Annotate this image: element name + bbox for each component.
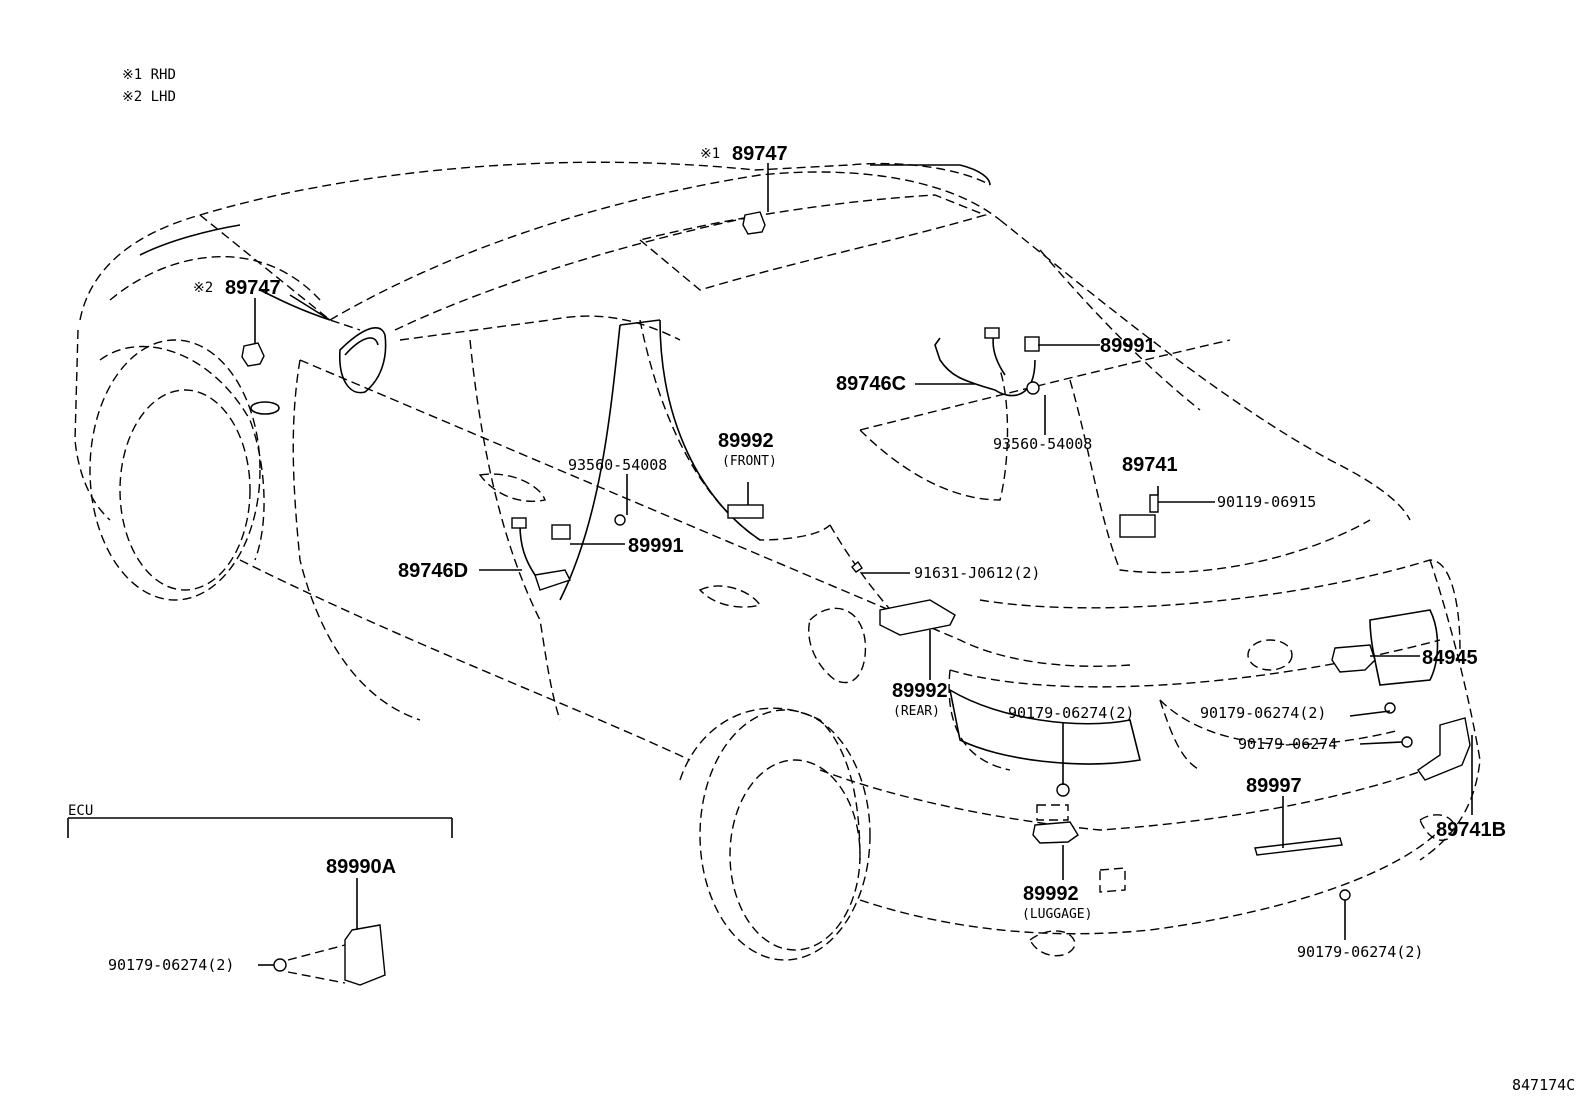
mark-rhd: ※1: [700, 146, 720, 162]
ecu-section: [67, 817, 453, 838]
notes: ※1 RHD ※2 LHD: [122, 67, 176, 105]
label-89997: 89997: [1246, 775, 1302, 797]
ecu-89990a: [344, 924, 386, 986]
body-details: [139, 164, 1439, 765]
ecu-section-title: ECU: [68, 803, 93, 819]
label-93560-top: 93560-54008: [993, 435, 1092, 453]
label-91631: 91631-J0612(2): [914, 564, 1040, 582]
label-90119: 90119-06915: [1217, 493, 1316, 511]
label-90179-mid-left: 90179-06274(2): [1008, 704, 1134, 722]
label-89747-rhd: 89747: [732, 143, 788, 165]
antenna-89992-rear: [879, 599, 956, 636]
sensor-89741b: [1417, 717, 1471, 781]
label-89992-rear: 89992: [892, 680, 948, 702]
antenna-89992-front: [727, 504, 764, 519]
label-89992-front-sub: (FRONT): [722, 454, 777, 469]
label-89746c: 89746C: [836, 373, 906, 395]
sensor-89747-lhd: [241, 342, 265, 367]
label-93560-left: 93560-54008: [568, 456, 667, 474]
label-89992-luggage-sub: (LUGGAGE): [1022, 907, 1092, 922]
leader-lines: [254, 163, 1473, 966]
label-90179-mid-right: 90179-06274(2): [1200, 704, 1326, 722]
label-89741b: 89741B: [1436, 819, 1506, 841]
part-labels: ※1 89747 ※2 89747 89991 89746C 93560-540…: [68, 143, 1575, 1094]
parts: [241, 211, 1471, 986]
label-84945: 84945: [1422, 647, 1478, 669]
label-89747-lhd: 89747: [225, 277, 281, 299]
note-lhd: ※2 LHD: [122, 89, 176, 105]
antenna-89991-top: [1024, 336, 1040, 352]
antenna-89991-left: [551, 524, 571, 540]
label-90179-single: 90179-06274: [1238, 735, 1337, 753]
antenna-89997: [1254, 837, 1343, 856]
label-90179-ecu: 90179-06274(2): [108, 956, 234, 974]
label-89741: 89741: [1122, 454, 1178, 476]
note-rhd: ※1 RHD: [122, 67, 176, 83]
label-89746d: 89746D: [398, 560, 468, 582]
label-89992-rear-sub: (REAR): [893, 704, 940, 719]
switch-84945: [1331, 644, 1376, 673]
bolt-93560-left: [614, 514, 626, 526]
label-89990a: 89990A: [326, 856, 396, 878]
car-body-outline: [74, 161, 1481, 961]
bolt-93560-top: [1026, 381, 1040, 395]
mark-lhd: ※2: [193, 280, 213, 296]
sensor-89747-rhd: [742, 211, 766, 235]
label-89992-luggage: 89992: [1023, 883, 1079, 905]
antenna-89992-luggage: [1032, 821, 1079, 844]
label-90179-bottom: 90179-06274(2): [1297, 943, 1423, 961]
harness-89746c: [934, 329, 1036, 397]
label-89992-front: 89992: [718, 430, 774, 452]
label-89991-left: 89991: [628, 535, 684, 557]
ecu-89741: [1119, 514, 1156, 538]
diagram-code: 847174C: [1512, 1076, 1575, 1094]
label-89991-top: 89991: [1100, 335, 1156, 357]
